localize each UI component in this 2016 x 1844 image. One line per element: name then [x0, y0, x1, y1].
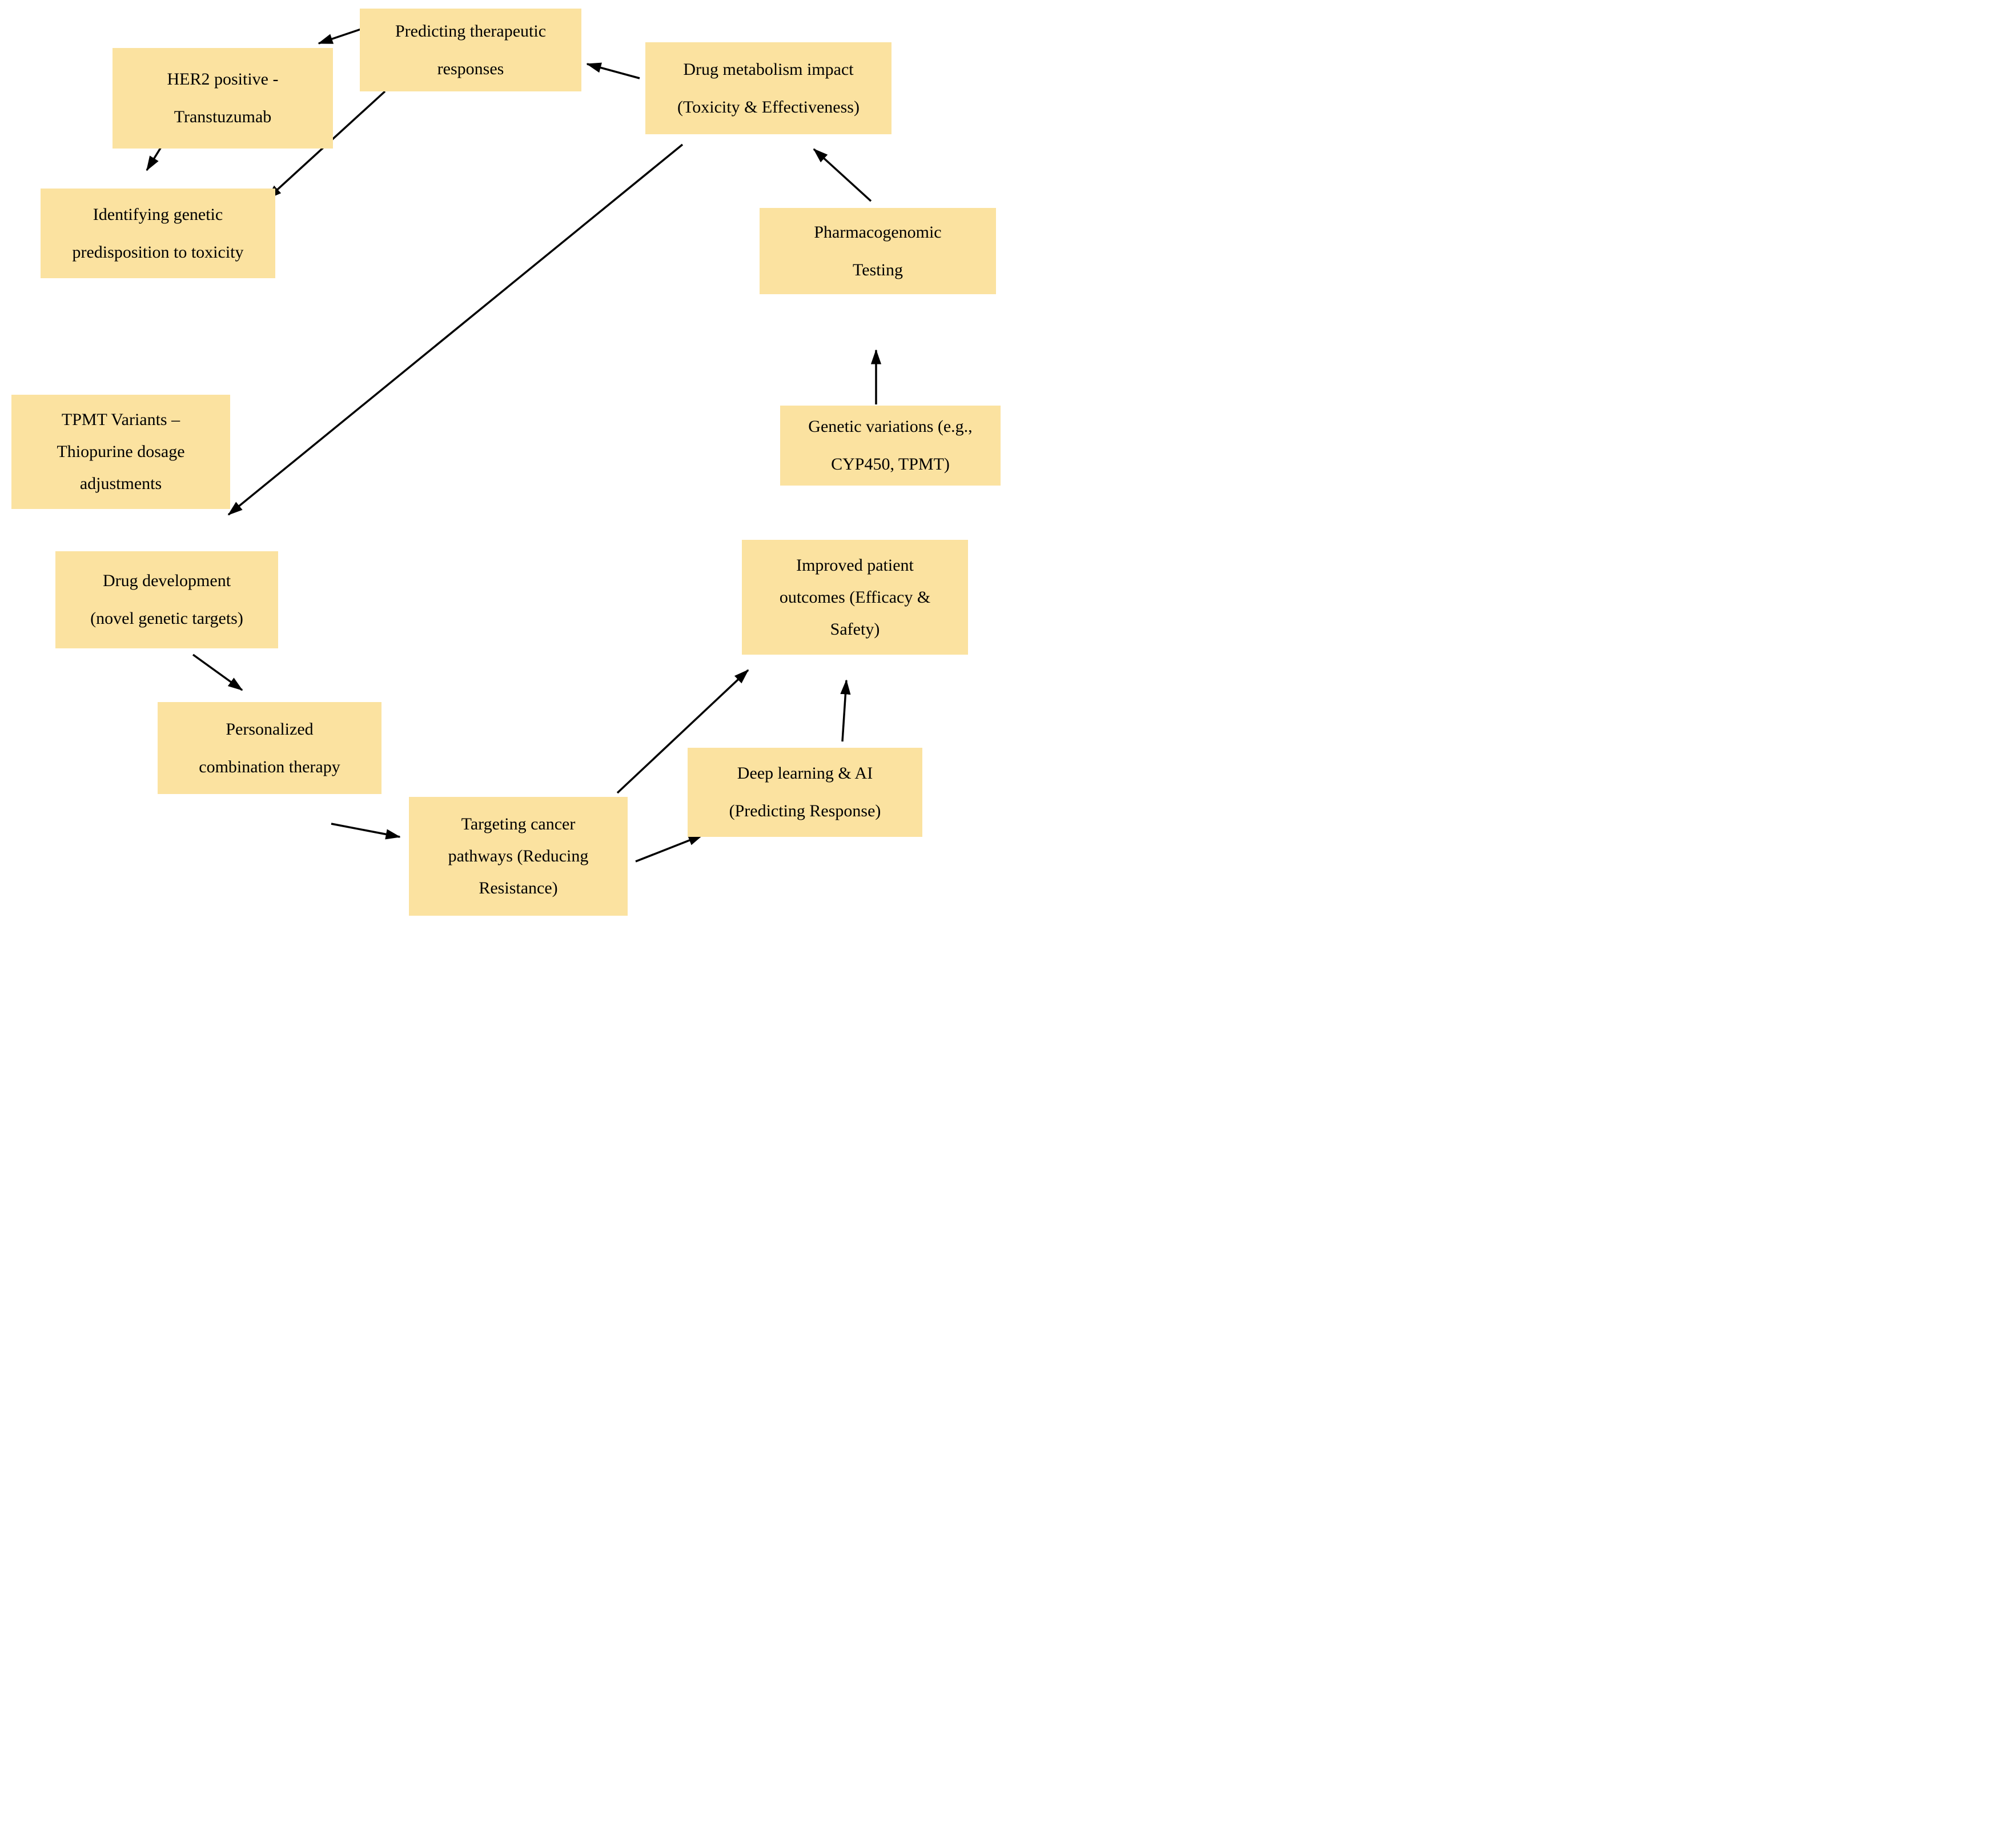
- node-genetic-variations: Genetic variations (e.g., CYP450, TPMT): [780, 406, 1001, 486]
- node-label: Thiopurine dosage: [57, 442, 185, 461]
- arrow-drugmet-to-predicting: [586, 62, 640, 79]
- node-improved-patient-outcomes: Improved patient outcomes (Efficacy & Sa…: [742, 540, 968, 655]
- node-drug-development: Drug development (novel genetic targets): [55, 551, 278, 648]
- node-targeting-cancer-pathways: Targeting cancer pathways (Reducing Resi…: [409, 797, 628, 916]
- node-label: Predicting therapeutic: [395, 21, 547, 41]
- node-label: (Toxicity & Effectiveness): [677, 97, 860, 117]
- node-her2-positive-transtuzumab: HER2 positive - Transtuzumab: [113, 48, 333, 149]
- node-identifying-genetic-predisposition: Identifying genetic predisposition to to…: [41, 189, 275, 278]
- diagram-canvas: Predicting therapeutic responses HER2 po…: [0, 0, 1008, 922]
- node-predicting-therapeutic-responses: Predicting therapeutic responses: [360, 9, 581, 91]
- node-label: TPMT Variants –: [61, 410, 180, 429]
- node-deep-learning-ai: Deep learning & AI (Predicting Response): [688, 748, 922, 837]
- arrow-pharma-to-drugmet: [813, 148, 872, 202]
- node-label: responses: [437, 59, 504, 78]
- node-label: Drug development: [102, 571, 231, 590]
- node-label: Safety): [830, 619, 880, 639]
- arrow-layer: [146, 27, 882, 863]
- node-label: Deep learning & AI: [737, 764, 873, 783]
- node-drug-metabolism-impact: Drug metabolism impact (Toxicity & Effec…: [645, 42, 891, 134]
- node-label: adjustments: [79, 474, 162, 493]
- node-label: Testing: [853, 260, 903, 279]
- node-label: Drug metabolism impact: [683, 59, 854, 79]
- node-label: (Predicting Response): [729, 801, 881, 820]
- node-label: Improved patient: [796, 555, 914, 575]
- node-label: combination therapy: [199, 757, 340, 776]
- node-label: Identifying genetic: [93, 205, 223, 224]
- arrow-drugdev-to-personalized: [192, 654, 243, 691]
- node-label: predisposition to toxicity: [72, 242, 244, 262]
- node-tpmt-variants: TPMT Variants – Thiopurine dosage adjust…: [11, 395, 230, 509]
- node-label: Genetic variations (e.g.,: [808, 417, 973, 436]
- node-label: Personalized: [226, 719, 314, 739]
- arrow-targeting-to-deeplearn: [635, 834, 704, 863]
- arrow-predicting-to-her2: [318, 27, 363, 45]
- arrow-deeplearn-to-improved: [840, 679, 851, 742]
- node-pharmacogenomic-testing: Pharmacogenomic Testing: [760, 208, 996, 294]
- node-personalized-combination-therapy: Personalized combination therapy: [158, 702, 381, 794]
- arrow-targeting-to-improved: [616, 669, 749, 794]
- arrow-personalized-to-targeting: [331, 823, 401, 840]
- node-label: (novel genetic targets): [90, 609, 243, 628]
- node-label: CYP450, TPMT): [831, 455, 950, 474]
- node-label: Targeting cancer: [461, 815, 576, 833]
- node-label: pathways (Reducing: [448, 847, 589, 865]
- node-label: outcomes (Efficacy &: [779, 587, 931, 607]
- node-label: Resistance): [479, 879, 558, 897]
- arrow-drugmet-to-tpmt: [227, 143, 684, 516]
- node-label: Pharmacogenomic: [814, 222, 942, 242]
- node-label: Transtuzumab: [174, 107, 272, 126]
- node-label: HER2 positive -: [167, 70, 279, 89]
